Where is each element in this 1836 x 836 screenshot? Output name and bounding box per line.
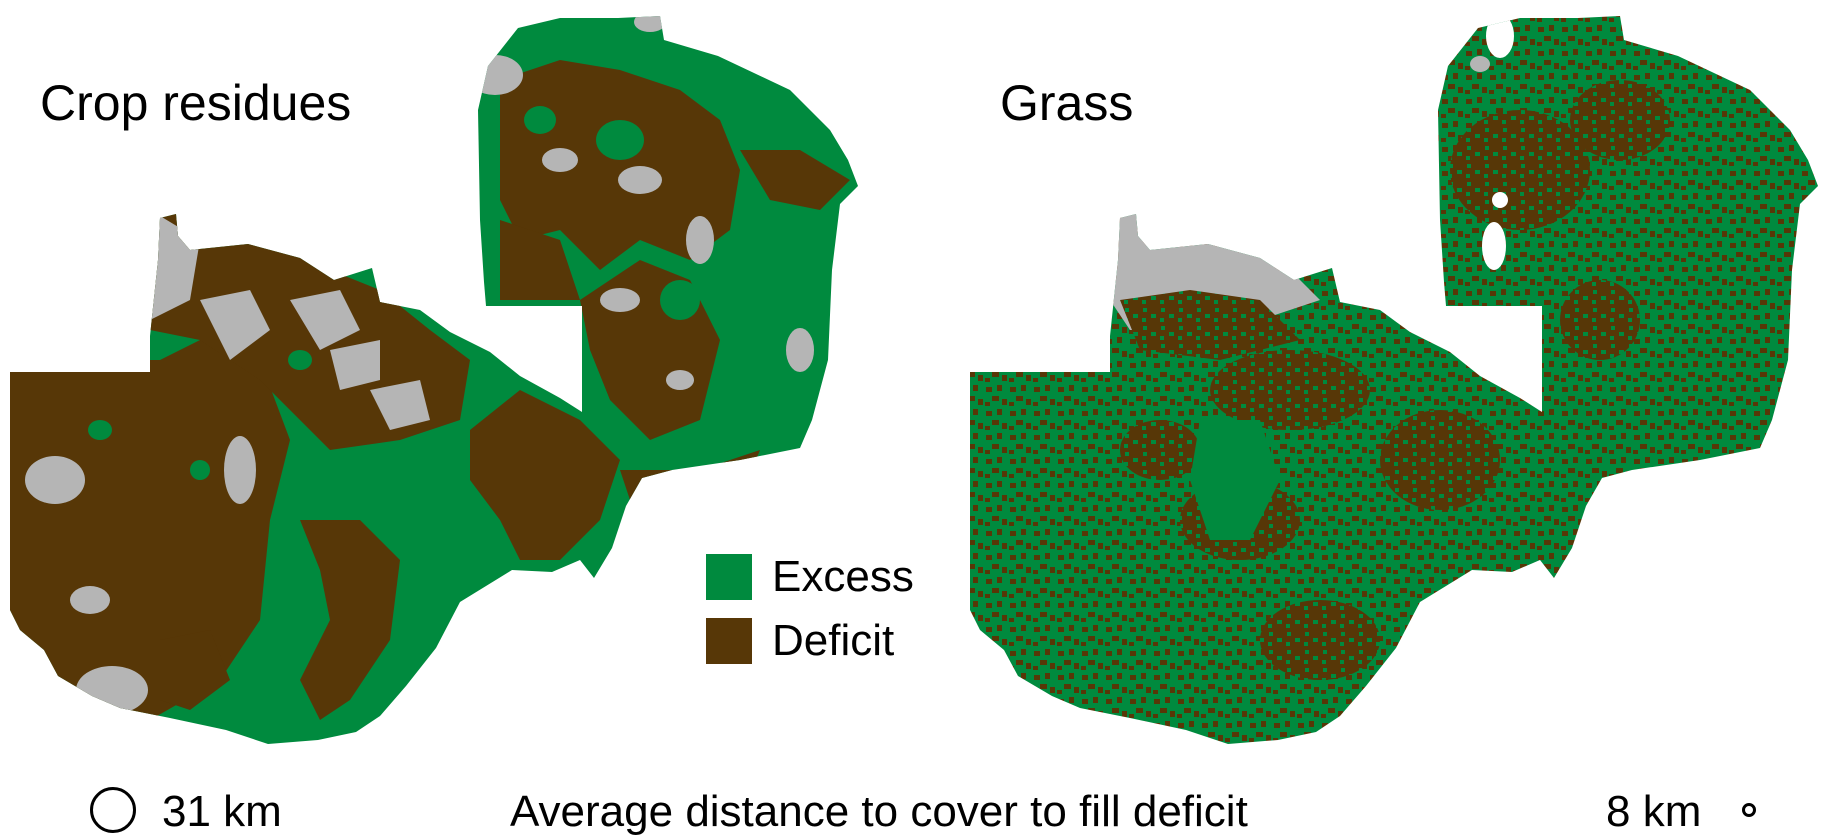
map-panel-grass: Grass <box>960 0 1836 770</box>
panel-title-grass: Grass <box>1000 75 1134 131</box>
legend-item-excess: Excess <box>706 552 914 602</box>
legend-label-excess: Excess <box>772 552 914 601</box>
legend-swatch-excess <box>706 554 752 600</box>
map-panel-crop-residues: Crop residues <box>0 0 900 770</box>
scale-label-right: 8 km <box>1606 787 1702 836</box>
scale-circle-large <box>90 787 136 833</box>
panel-title-crop-residues: Crop residues <box>40 75 352 131</box>
map-grass <box>970 16 1818 744</box>
map-crop-residues <box>10 16 858 744</box>
distance-caption: Average distance to cover to fill defici… <box>510 787 1248 836</box>
legend-swatch-deficit <box>706 618 752 664</box>
scale-circle-small <box>1742 803 1756 817</box>
legend-item-deficit: Deficit <box>706 616 894 666</box>
legend-label-deficit: Deficit <box>772 616 895 665</box>
scale-label-left: 31 km <box>162 787 282 836</box>
